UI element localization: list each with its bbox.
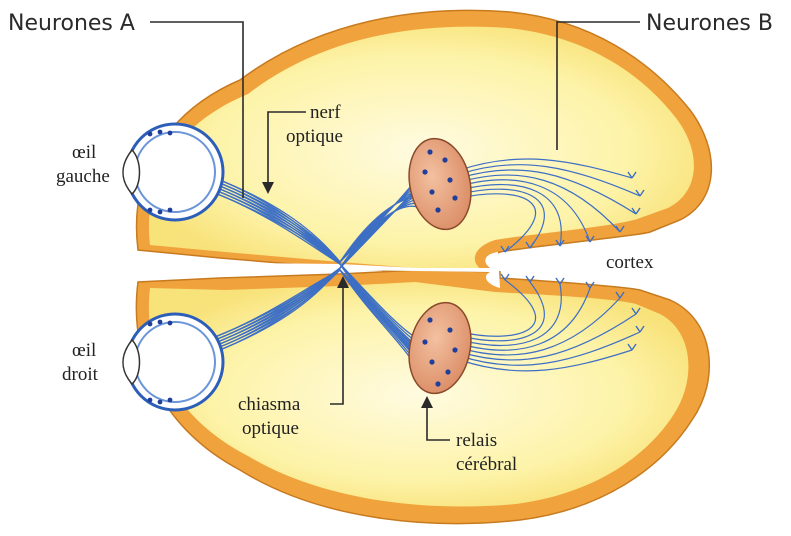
relay-neuron-lower: [447, 327, 452, 332]
relay-neuron-lower: [435, 381, 440, 386]
label-cerebral: cérébral: [456, 454, 517, 475]
relay-neuron-upper: [447, 177, 452, 182]
retina-cell: [168, 398, 173, 403]
retina-cell: [168, 208, 173, 213]
retina-cell: [148, 398, 153, 403]
label-oeil-droit-1: œil: [72, 340, 96, 361]
label-chiasma: chiasma: [238, 394, 301, 415]
relay-neuron-lower: [452, 347, 457, 352]
label-optique-chiasma: optique: [242, 418, 299, 439]
retina-cell: [148, 208, 153, 213]
relay-neuron-lower: [445, 369, 450, 374]
relay-neuron-upper: [435, 207, 440, 212]
retina-cell: [168, 131, 173, 136]
label-oeil-gauche-2: gauche: [56, 166, 110, 187]
retina-cell: [148, 322, 153, 327]
label-oeil-droit-2: droit: [62, 364, 99, 385]
retina-cell: [158, 210, 163, 215]
label-nerf: nerf: [310, 102, 341, 123]
relay-neuron-upper: [427, 149, 432, 154]
lower-hemisphere-inner: [149, 282, 689, 506]
retina-cell: [168, 321, 173, 326]
retina-cell: [158, 130, 163, 135]
label-neurones-b: Neurones B: [646, 11, 773, 36]
label-neurones-a: Neurones A: [8, 11, 135, 36]
label-cortex: cortex: [606, 252, 654, 273]
relay-neuron-upper: [429, 189, 434, 194]
relay-neuron-lower: [427, 317, 432, 322]
label-oeil-gauche-1: œil: [72, 142, 96, 163]
retina-cell: [158, 400, 163, 405]
retina-cell: [158, 320, 163, 325]
retina-cell: [148, 132, 153, 137]
relay-neuron-lower: [429, 359, 434, 364]
relay-neuron-upper: [452, 195, 457, 200]
relay-neuron-upper: [422, 169, 427, 174]
label-optique-nerf: optique: [286, 126, 343, 147]
relay-neuron-lower: [422, 339, 427, 344]
relay-neuron-upper: [442, 157, 447, 162]
label-relais: relais: [456, 430, 497, 451]
